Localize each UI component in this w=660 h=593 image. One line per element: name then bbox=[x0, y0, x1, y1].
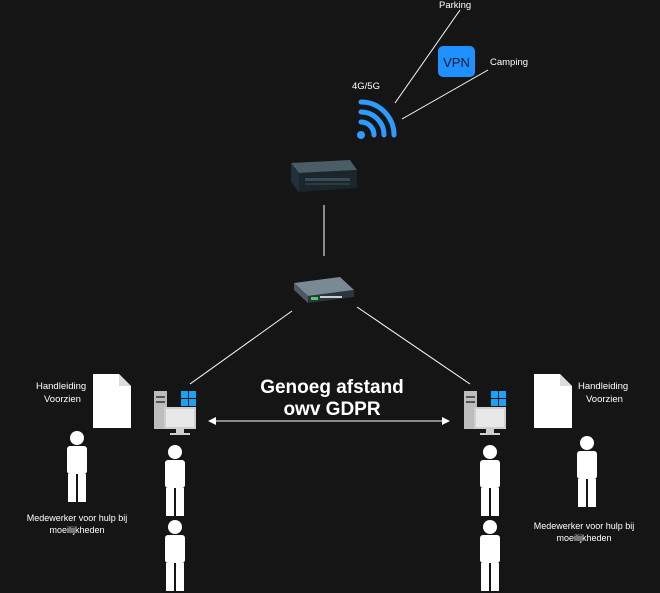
person-icon-helper-right bbox=[577, 436, 597, 507]
person-icon-user-right-1 bbox=[480, 445, 500, 516]
helper-right-line1: Medewerker voor hulp bij bbox=[534, 521, 635, 531]
wifi-icon bbox=[357, 99, 397, 139]
person-icon-helper-left bbox=[67, 431, 87, 502]
network-switch-icon bbox=[294, 277, 354, 303]
vpn-badge-icon: VPN bbox=[438, 46, 475, 77]
manual-right-line2: Voorzien bbox=[586, 394, 623, 405]
camping-label: Camping bbox=[490, 57, 528, 68]
windows-pc-icon-left bbox=[154, 391, 196, 435]
manual-right-line1: Handleiding bbox=[578, 381, 628, 392]
gdpr-distance-arrow bbox=[208, 417, 450, 425]
helper-right-line2: moeilijkheden bbox=[556, 533, 611, 543]
gdpr-label-line2: owv GDPR bbox=[283, 399, 380, 420]
helper-left-line1: Medewerker voor hulp bij bbox=[27, 513, 128, 523]
document-icon-left bbox=[93, 374, 131, 428]
windows-pc-icon-right bbox=[464, 391, 506, 435]
wireless-label: 4G/5G bbox=[352, 81, 380, 92]
gdpr-label-line1: Genoeg afstand bbox=[260, 377, 404, 398]
router-icon bbox=[291, 160, 357, 192]
manual-left-line1: Handleiding bbox=[36, 381, 86, 392]
manual-left-line2: Voorzien bbox=[44, 394, 81, 405]
vpn-label: VPN bbox=[443, 55, 470, 70]
document-icon-right bbox=[534, 374, 572, 428]
helper-left-line2: moeilijkheden bbox=[49, 525, 104, 535]
connection-lines bbox=[189, 9, 489, 385]
person-icon-user-left-1 bbox=[165, 445, 185, 516]
person-icon-user-right-2 bbox=[480, 520, 500, 591]
person-icon-user-left-2 bbox=[165, 520, 185, 591]
parking-label: Parking bbox=[439, 0, 471, 11]
